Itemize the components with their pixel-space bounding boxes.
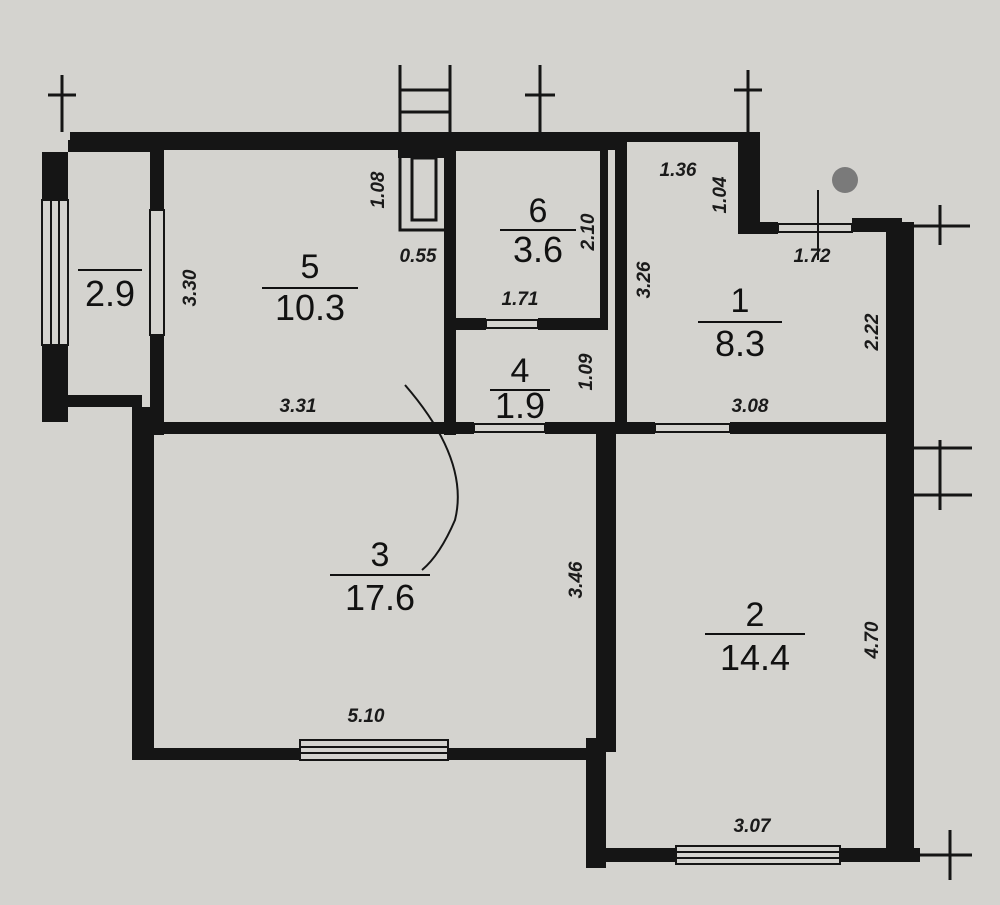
wall-3-2 bbox=[596, 422, 616, 752]
shaft-top bbox=[398, 148, 448, 158]
room-6-number: 6 bbox=[529, 192, 548, 230]
dim-4-70: 4.70 bbox=[862, 621, 883, 659]
dim-3-46: 3.46 bbox=[566, 561, 587, 598]
dim-3-30: 3.30 bbox=[180, 269, 201, 306]
room-3-area: 17.6 bbox=[345, 577, 415, 618]
step-wall bbox=[586, 738, 606, 868]
balcony-bottom-wall bbox=[42, 395, 142, 407]
axis-marker-right-icon bbox=[734, 70, 762, 132]
dim-1-09: 1.09 bbox=[576, 353, 597, 390]
dim-0-55: 0.55 bbox=[400, 246, 437, 267]
dim-3-07: 3.07 bbox=[734, 816, 772, 837]
partition-balcony-bottom bbox=[150, 335, 164, 435]
room-1-number: 1 bbox=[731, 282, 750, 320]
wall-5-3 bbox=[154, 422, 474, 434]
bottom-wall-room2-left bbox=[586, 848, 676, 862]
left-wall bbox=[132, 407, 154, 759]
room-labels: 5 10.3 6 3.6 1 8.3 4 1.9 3 17.6 2 14.4 2… bbox=[78, 192, 805, 678]
notch-wall-right bbox=[852, 218, 902, 232]
room-6-area: 3.6 bbox=[513, 229, 563, 270]
notch-wall-horizontal bbox=[738, 222, 778, 234]
bottom-wall-left bbox=[132, 748, 300, 760]
dim-1-04: 1.04 bbox=[710, 176, 731, 213]
axis-marker-east-mid-icon bbox=[914, 440, 972, 510]
room-4-number: 4 bbox=[511, 352, 530, 390]
room-2-number: 2 bbox=[746, 596, 765, 634]
wall-1-2-left bbox=[615, 422, 655, 434]
bottom-wall-right bbox=[448, 748, 600, 760]
room6-bottom-left bbox=[456, 318, 486, 330]
room2-window bbox=[675, 845, 841, 865]
axis-marker-stair-icon bbox=[398, 65, 452, 132]
door-1-2 bbox=[654, 423, 731, 433]
door-swing-arc bbox=[404, 384, 459, 571]
room6-bottom-right bbox=[538, 318, 608, 330]
balcony-area: 2.9 bbox=[85, 273, 135, 314]
door-6 bbox=[485, 319, 539, 329]
balcony-door bbox=[149, 209, 165, 336]
room-1-area: 8.3 bbox=[715, 323, 765, 364]
dim-1-72: 1.72 bbox=[794, 246, 831, 267]
room6-top bbox=[456, 145, 606, 151]
door-4-3 bbox=[473, 423, 546, 433]
top-inner-wall bbox=[150, 142, 615, 150]
partition-balcony-top bbox=[150, 150, 164, 210]
axis-marker-east-bottom-icon bbox=[914, 830, 972, 880]
right-wall bbox=[886, 222, 914, 862]
room-3-number: 3 bbox=[371, 536, 390, 574]
dim-2-10: 2.10 bbox=[578, 213, 599, 251]
axis-marker-east-top-icon bbox=[902, 205, 970, 245]
dim-1-36: 1.36 bbox=[660, 160, 697, 181]
notch-wall-vertical bbox=[738, 132, 760, 232]
ventilation-shaft-inner bbox=[410, 156, 438, 222]
ventilation-shaft-outer bbox=[398, 148, 448, 232]
dim-3-08: 3.08 bbox=[732, 396, 769, 417]
axis-markers bbox=[48, 65, 972, 880]
dim-2-22: 2.22 bbox=[862, 313, 883, 351]
room6-right bbox=[600, 145, 608, 330]
balcony-top-wall bbox=[68, 140, 158, 152]
room-5-number: 5 bbox=[301, 248, 320, 286]
room-2-area: 14.4 bbox=[720, 637, 790, 678]
dim-1-08: 1.08 bbox=[368, 171, 389, 208]
axis-marker-mid-icon bbox=[525, 65, 555, 132]
room-4-area: 1.9 bbox=[495, 385, 545, 426]
dimensions: 1.08 0.55 2.10 1.71 3.30 3.26 1.36 1.04 … bbox=[180, 160, 883, 837]
room-5-area: 10.3 bbox=[275, 287, 345, 328]
entrance-circle-icon bbox=[832, 167, 858, 193]
windows bbox=[41, 199, 841, 865]
outer-walls bbox=[42, 132, 920, 868]
axis-marker-left-icon bbox=[48, 75, 76, 132]
room1-left-wall bbox=[615, 132, 627, 432]
entrance-door bbox=[777, 223, 853, 233]
dim-3-31: 3.31 bbox=[280, 396, 317, 417]
dim-3-26: 3.26 bbox=[634, 261, 655, 298]
dim-1-71: 1.71 bbox=[502, 289, 539, 310]
room3-window bbox=[299, 739, 449, 761]
top-wall bbox=[70, 132, 750, 142]
wall-1-2-right bbox=[730, 422, 890, 434]
interior-walls bbox=[154, 145, 890, 752]
doors bbox=[404, 167, 858, 571]
dim-5-10: 5.10 bbox=[348, 706, 385, 727]
balcony-window bbox=[41, 199, 69, 346]
